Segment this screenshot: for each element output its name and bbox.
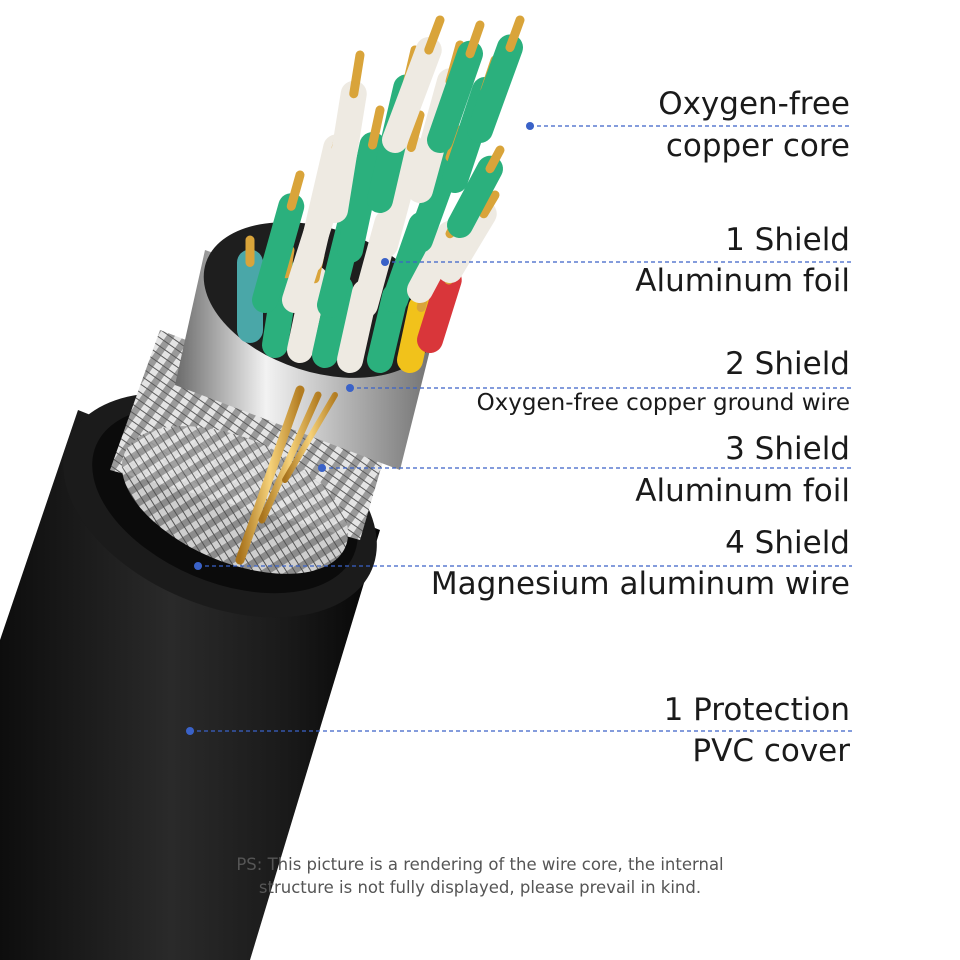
inner-wires: [237, 15, 525, 373]
dot-icon: [346, 384, 354, 392]
leader-lines: [186, 122, 852, 735]
wire-insulation: [382, 37, 442, 153]
wire-insulation: [252, 193, 305, 313]
wire-insulation: [417, 267, 462, 353]
label-core-line1: Oxygen-free: [658, 86, 850, 122]
ground-wires: [235, 385, 338, 565]
dot-icon: [186, 727, 194, 735]
wire-insulation: [337, 132, 386, 263]
disclaimer-line2: structure is not fully displayed, please…: [258, 878, 702, 897]
copper-conductor: [465, 20, 485, 59]
copper-conductor: [479, 190, 500, 219]
dot-icon: [381, 258, 389, 266]
disclaimer-note: PS: This picture is a rendering of the w…: [0, 853, 960, 899]
label-shield2-line1: 2 Shield: [725, 346, 850, 382]
copper-conductor: [406, 110, 425, 152]
copper-conductor: [368, 105, 385, 150]
wire-insulation: [372, 134, 425, 258]
label-protection-line1: 1 Protection: [663, 692, 850, 728]
dot-icon: [526, 122, 534, 130]
copper-conductor: [424, 15, 445, 55]
copper-conductor: [485, 145, 505, 174]
label-shield3-line2: Aluminum foil: [635, 473, 850, 509]
wire-insulation: [437, 200, 497, 283]
dot-icon: [194, 562, 202, 570]
wire-insulation: [427, 40, 483, 153]
copper-conductor: [505, 15, 525, 52]
label-shield1-line2: Aluminum foil: [635, 263, 850, 299]
label-shield4-line2: Magnesium aluminum wire: [430, 566, 850, 602]
wire-insulation: [397, 294, 435, 373]
copper-conductor: [349, 50, 365, 99]
wire-insulation: [322, 80, 367, 223]
label-shield4-line1: 4 Shield: [725, 525, 850, 561]
copper-conductor: [286, 170, 305, 211]
label-shield3-line1: 3 Shield: [725, 431, 850, 467]
wire-insulation: [287, 265, 328, 363]
label-protection-line2: PVC cover: [692, 733, 850, 769]
label-core-line2: copper core: [665, 128, 850, 164]
wire-insulation: [262, 260, 300, 358]
disclaimer-line1: PS: This picture is a rendering of the w…: [236, 855, 724, 874]
wire-insulation: [447, 155, 503, 238]
dot-icon: [318, 464, 326, 472]
label-shield2-line2: Oxygen-free copper ground wire: [476, 390, 850, 416]
wire-insulation: [467, 34, 523, 143]
label-shield1-line1: 1 Shield: [725, 222, 850, 258]
